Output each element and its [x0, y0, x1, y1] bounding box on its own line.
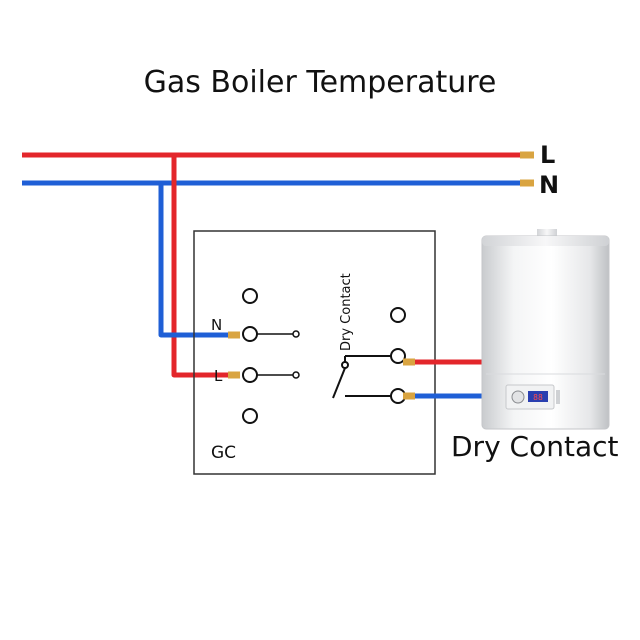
live-supply-wire	[22, 151, 534, 159]
dry-contact-vertical-label: Dry Contact	[339, 273, 354, 351]
terminal-n	[242, 326, 258, 342]
terminal-top	[242, 288, 258, 304]
thermostat-box	[193, 230, 436, 475]
boiler-live-wire	[403, 358, 490, 366]
terminal-l	[242, 367, 258, 383]
boiler-dial-icon	[511, 390, 525, 404]
terminal-l-label: L	[214, 367, 223, 385]
live-drop-wire	[171, 155, 240, 379]
boiler-display-digits: 88	[533, 393, 543, 402]
terminal-bottom	[242, 408, 258, 424]
neutral-line-label: N	[539, 171, 559, 199]
boiler-caption: Dry Contact	[451, 430, 619, 463]
terminal-dry-contact-1	[390, 348, 406, 364]
boiler-neutral-wire	[403, 392, 490, 400]
dry-contact-switch	[332, 355, 391, 399]
diagram-title: Gas Boiler Temperature	[144, 65, 497, 100]
terminal-right-top	[390, 307, 406, 323]
terminal-dry-contact-2	[390, 388, 406, 404]
internal-traces	[257, 330, 300, 379]
terminal-n-label: N	[211, 316, 222, 334]
neutral-supply-wire	[22, 179, 534, 187]
neutral-drop-wire	[158, 183, 240, 339]
live-line-label: L	[540, 141, 555, 169]
model-label: GC	[211, 443, 236, 463]
boiler-display	[528, 391, 548, 402]
gas-boiler-image: 88	[481, 229, 610, 430]
